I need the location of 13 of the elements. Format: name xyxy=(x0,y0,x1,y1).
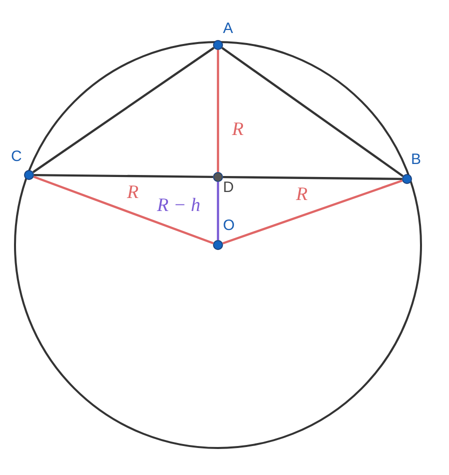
line-segment xyxy=(32,46,214,174)
line-segment xyxy=(222,180,403,244)
line-segment xyxy=(33,176,214,244)
point-label: C xyxy=(11,149,22,165)
line-segment xyxy=(34,174,214,178)
line-segment xyxy=(221,47,404,177)
point-label: O xyxy=(223,218,235,234)
point-label: A xyxy=(223,21,234,37)
point-label: D xyxy=(223,180,234,196)
line-segment xyxy=(222,176,402,180)
point-label: B xyxy=(411,152,422,168)
line-segment xyxy=(216,182,220,240)
line-segment xyxy=(216,50,220,172)
